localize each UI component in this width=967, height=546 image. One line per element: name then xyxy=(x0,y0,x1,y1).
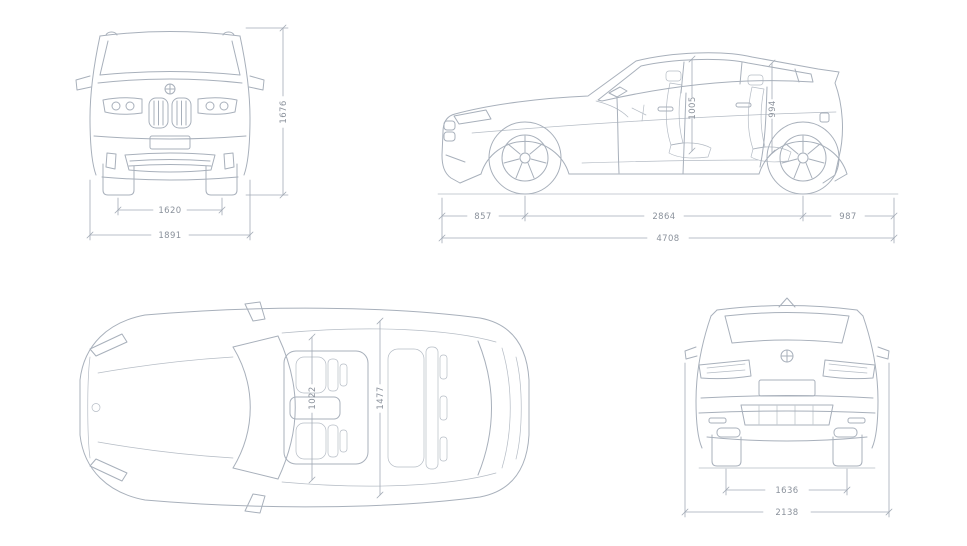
rear-taillights xyxy=(698,359,876,380)
front-windshield xyxy=(97,40,243,84)
side-dimensions: 1005 994 857 2864 xyxy=(438,55,898,244)
top-body-outline xyxy=(79,307,530,508)
dim-label-front-overhang: 857 xyxy=(474,212,491,222)
rear-license-plate xyxy=(758,379,816,397)
front-view-car xyxy=(75,31,265,196)
rear-body-sides xyxy=(695,315,879,449)
rear-door-handle xyxy=(735,102,752,108)
front-bumper xyxy=(93,135,247,181)
top-dimensions: 1022 1477 xyxy=(308,317,386,499)
front-headlights xyxy=(102,97,238,115)
side-door-lines xyxy=(616,86,768,175)
rear-tailgate-line xyxy=(700,395,874,399)
side-view-car xyxy=(437,52,899,195)
top-mirrors xyxy=(244,301,266,514)
rear-exhaust-left xyxy=(716,427,741,438)
side-interior-seats xyxy=(595,70,792,163)
front-body-sides xyxy=(89,35,251,176)
top-front-seats xyxy=(295,356,348,460)
character-line xyxy=(471,111,837,134)
rear-view-car xyxy=(684,297,890,469)
front-kidney-grille xyxy=(148,97,192,129)
rear-seat-headrest xyxy=(747,74,764,86)
rear-side-mirrors xyxy=(684,346,890,360)
rear-roof xyxy=(716,305,858,311)
side-front-wheel xyxy=(488,121,562,195)
dim-label-rear-overall-width: 2138 xyxy=(775,508,798,518)
dim-front-overall-width: 1891 xyxy=(86,179,254,241)
front-roof xyxy=(99,31,241,37)
front-seat-headrest xyxy=(665,70,682,82)
dim-top-rear-interior-width: 1477 xyxy=(376,317,386,499)
top-hood-lines xyxy=(87,356,234,459)
front-wheels xyxy=(102,163,238,196)
dim-label-top-rear-width: 1477 xyxy=(376,386,386,409)
dim-label-front-headroom: 1005 xyxy=(688,96,698,119)
side-rear-wheel xyxy=(766,121,840,195)
dim-rear-overhang: 987 xyxy=(802,212,898,222)
front-door-handle xyxy=(657,106,674,112)
dim-front-overhang: 857 xyxy=(438,212,529,222)
dim-rear-overall-width: 2138 xyxy=(681,362,893,518)
front-dimensions: 1620 1891 1676 xyxy=(86,24,289,241)
top-view: 1022 1477 xyxy=(79,301,530,514)
rear-wheels xyxy=(711,434,863,467)
dim-label-top-front-width: 1022 xyxy=(308,386,318,409)
dim-label-wheelbase: 2864 xyxy=(652,212,675,222)
rear-antenna-fin xyxy=(778,297,796,308)
dim-label-rear-overhang: 987 xyxy=(839,212,856,222)
rear-exhaust-right xyxy=(833,427,858,438)
top-windshield xyxy=(232,335,296,480)
dim-front-track-width: 1620 xyxy=(114,197,226,216)
top-bmw-roundel-icon xyxy=(91,403,101,412)
steering-wheel xyxy=(631,104,647,122)
dim-wheelbase: 2864 xyxy=(524,212,807,222)
dim-label-rear-headroom: 994 xyxy=(768,100,778,117)
rear-window xyxy=(724,312,850,344)
side-front-details xyxy=(443,86,837,164)
top-rear-bench xyxy=(387,346,448,470)
fuel-door xyxy=(819,112,830,123)
top-rear-window xyxy=(477,340,522,476)
top-center-console xyxy=(289,396,341,420)
dashboard-line xyxy=(595,100,629,118)
top-headlights xyxy=(89,333,128,482)
rear-bmw-roundel-icon xyxy=(780,349,794,363)
front-bmw-roundel-icon xyxy=(164,83,176,95)
dim-rear-headroom: 994 xyxy=(768,59,778,157)
dim-label-rear-track-width: 1636 xyxy=(775,486,798,496)
dim-label-front-overall-width: 1891 xyxy=(158,231,181,241)
dim-top-front-interior-width: 1022 xyxy=(308,333,318,484)
rear-bumper xyxy=(698,404,876,442)
top-sunroof xyxy=(283,350,369,465)
top-view-car xyxy=(79,301,530,514)
rear-view: 1636 2138 xyxy=(681,297,893,518)
top-side-glass-lines xyxy=(281,328,497,487)
dim-label-overall-length: 4708 xyxy=(656,234,679,244)
dim-label-front-height: 1676 xyxy=(279,100,289,123)
rear-spoiler-edges xyxy=(710,309,864,317)
rear-dimensions: 1636 2138 xyxy=(681,362,893,518)
side-mirror xyxy=(608,86,628,98)
lower-crease xyxy=(581,159,759,164)
dim-front-headroom: 1005 xyxy=(688,55,698,155)
dim-front-height: 1676 xyxy=(245,24,289,199)
front-view: 1620 1891 1676 xyxy=(75,24,289,241)
dim-rear-track-width: 1636 xyxy=(722,468,851,496)
dim-overall-length: 4708 xyxy=(438,234,898,244)
side-headlight xyxy=(453,109,492,125)
side-view: 1005 994 857 2864 xyxy=(437,52,899,244)
dim-label-front-track-width: 1620 xyxy=(158,206,181,216)
dim-side-extension-lines xyxy=(441,195,895,244)
front-side-mirrors xyxy=(75,75,265,91)
